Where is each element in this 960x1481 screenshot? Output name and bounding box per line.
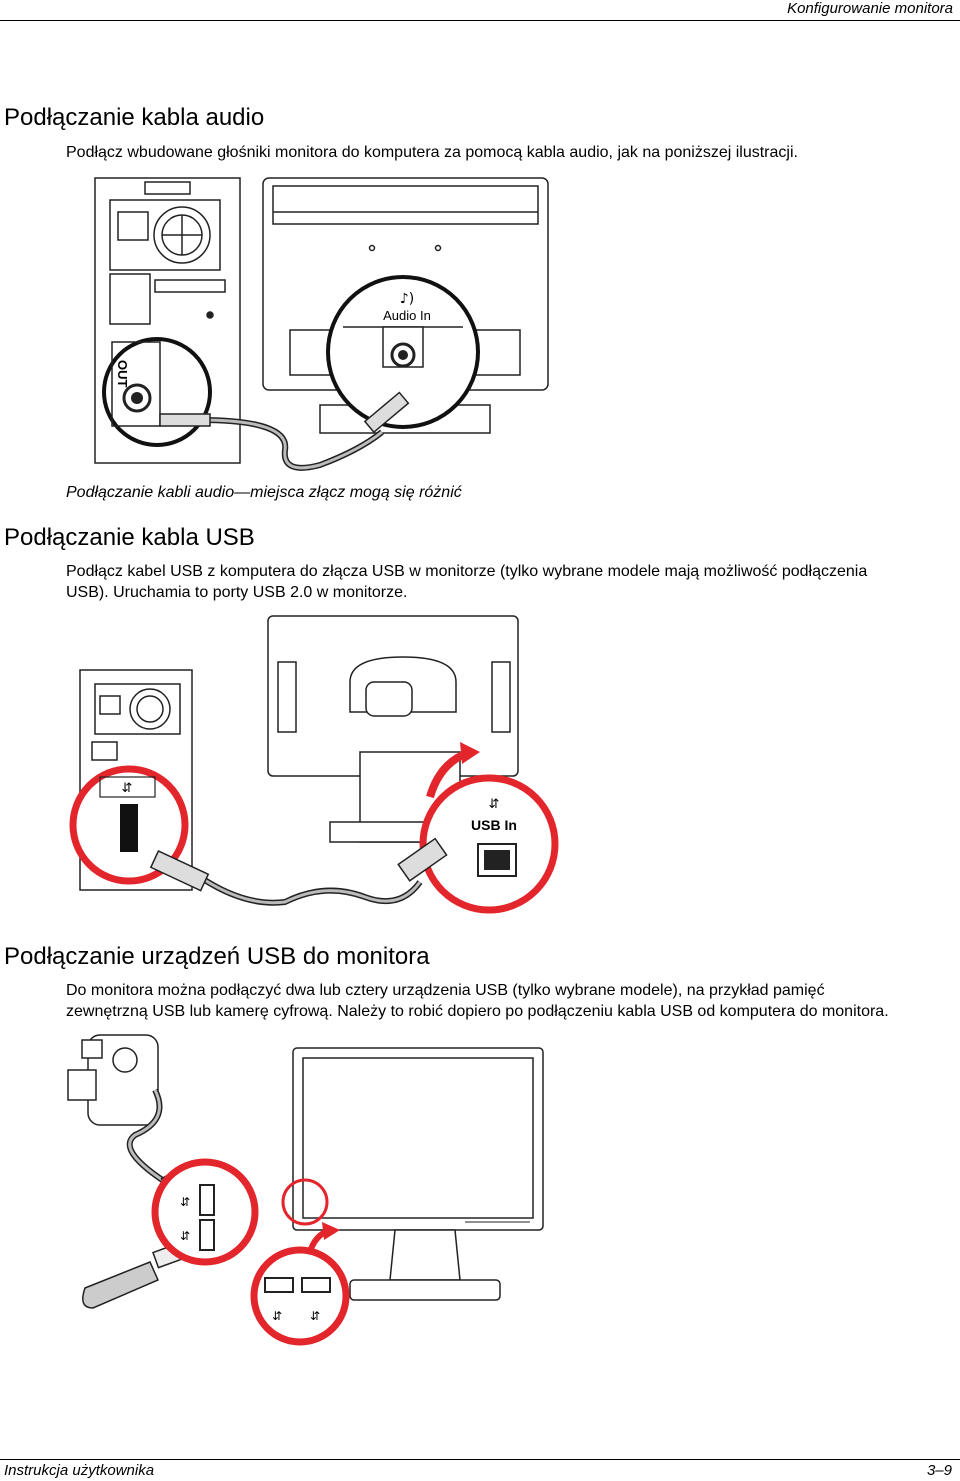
audio-figure-caption: Podłączanie kabli audio—miejsca złącz mo… xyxy=(66,484,462,501)
usb-in-symbol-icon: ⇵ xyxy=(489,797,500,812)
audio-connection-figure: OUT Audio In ♪) xyxy=(94,177,549,471)
usb-port-symbol-icon: ⇵ xyxy=(272,1309,282,1323)
devices-body-line-2: zewnętrzną USB lub kamerę cyfrową. Należ… xyxy=(66,1003,889,1020)
usb-port-symbol-icon: ⇵ xyxy=(180,1195,190,1209)
usb-body-line-1: Podłącz kabel USB z komputera do złącza … xyxy=(66,563,868,580)
highlight-circle-monitor-side xyxy=(281,1178,329,1226)
page-number: 3–9 xyxy=(926,1462,952,1479)
out-label: OUT xyxy=(115,360,130,388)
devices-body-line-1: Do monitora można podłączyć dwa lub czte… xyxy=(66,982,825,999)
audio-in-label: Audio In xyxy=(383,308,431,323)
usb-port-symbol-icon: ⇵ xyxy=(310,1309,320,1323)
footer-left-text: Instrukcja użytkownika xyxy=(4,1462,155,1479)
header-rule xyxy=(0,20,960,21)
usb-flash-drive-illustration xyxy=(82,1243,182,1309)
speaker-icon: ♪) xyxy=(400,291,414,307)
footer-rule xyxy=(0,1459,960,1460)
pc-usb-port xyxy=(120,804,138,852)
audio-cable xyxy=(159,391,410,471)
usb-devices-figure: ⇵ ⇵ ⇵ ⇵ xyxy=(67,1034,544,1346)
usb-port-symbol-icon: ⇵ xyxy=(180,1229,190,1243)
monitor-front-illustration xyxy=(292,1047,544,1301)
usb-body-line-2: USB). Uruchamia to porty USB 2.0 w monit… xyxy=(66,584,408,601)
section-title-usb: Podłączanie kabla USB xyxy=(4,524,255,551)
usb-connection-figure: ⇵ USB In ⇵ xyxy=(69,615,559,914)
running-header: Konfigurowanie monitora xyxy=(787,0,953,17)
usb-symbol-icon: ⇵ xyxy=(122,781,133,796)
usb-in-label: USB In xyxy=(471,817,517,833)
usb-cable xyxy=(149,837,448,906)
audio-body-text: Podłącz wbudowane głośniki monitora do k… xyxy=(66,144,798,161)
zoom-circle-pc-audio-out xyxy=(102,337,212,447)
zoom-circle-bottom-usb-ports xyxy=(250,1246,350,1346)
section-title-audio: Podłączanie kabla audio xyxy=(4,104,265,131)
section-title-usb-devices: Podłączanie urządzeń USB do monitora xyxy=(4,943,430,970)
camcorder-illustration xyxy=(67,1034,159,1126)
